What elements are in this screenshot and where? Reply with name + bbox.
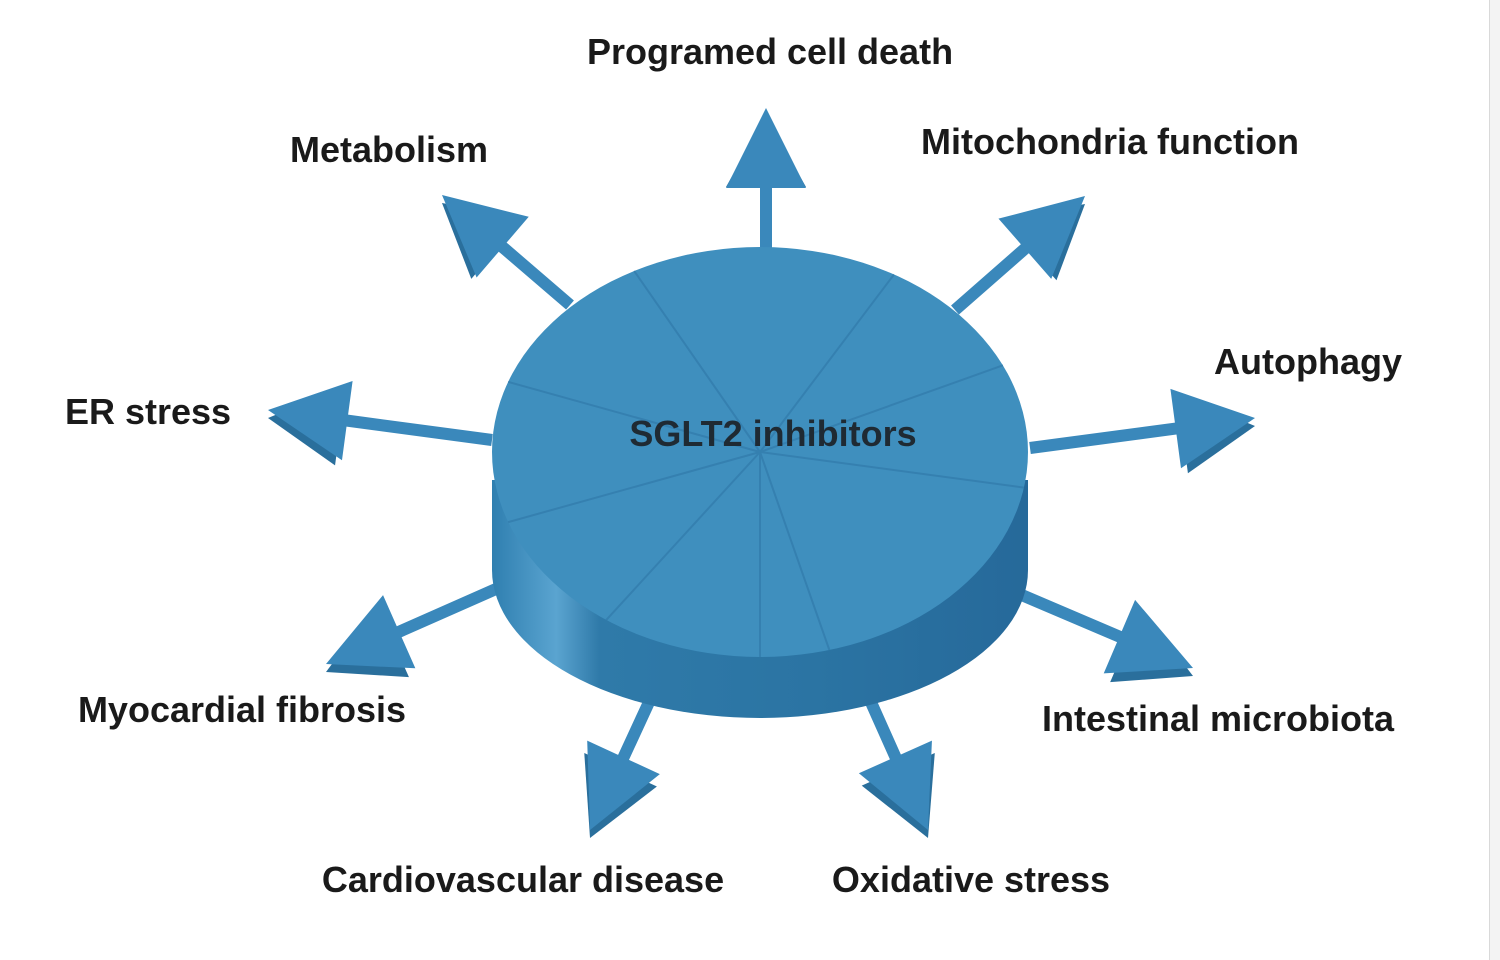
disc-segment-line xyxy=(605,451,761,621)
label-autophagy: Autophagy xyxy=(1214,341,1402,382)
arrow-er-stress xyxy=(268,380,493,466)
arrow-shape xyxy=(858,697,932,830)
center-label: SGLT2 inhibitors xyxy=(629,413,916,454)
disc-segment-line xyxy=(759,364,1004,453)
arrow-shape xyxy=(1029,388,1255,469)
arrow-shape xyxy=(442,195,574,310)
arrow-shape xyxy=(268,380,493,461)
arrow-intestinal-microbiota xyxy=(1007,584,1193,683)
arrow-autophagy xyxy=(1029,388,1255,474)
arrow-cardiovascular-disease xyxy=(584,697,660,838)
disc-segment-line xyxy=(507,451,761,524)
label-er-stress: ER stress xyxy=(65,391,231,432)
label-metabolism: Metabolism xyxy=(290,129,488,170)
disc-segment-line xyxy=(759,451,831,651)
arrow-shape xyxy=(726,108,806,255)
disc-segment-line xyxy=(507,380,761,453)
arrow-programed-cell-death xyxy=(726,108,806,255)
disc-segment-line xyxy=(633,270,761,453)
label-cardiovascular-disease: Cardiovascular disease xyxy=(322,859,724,900)
arrow-shape xyxy=(587,697,660,830)
label-oxidative-stress: Oxidative stress xyxy=(832,859,1110,900)
center-disc: SGLT2 inhibitors xyxy=(492,247,1028,718)
arrow-shape xyxy=(951,196,1085,315)
label-mitochondria-function: Mitochondria function xyxy=(921,121,1299,162)
label-programed-cell-death: Programed cell death xyxy=(587,31,953,72)
arrow-myocardial-fibrosis xyxy=(326,579,508,678)
label-myocardial-fibrosis: Myocardial fibrosis xyxy=(78,689,406,730)
arrow-mitochondria-function xyxy=(951,196,1085,315)
arrow-oxidative-stress xyxy=(858,697,935,838)
disc-segment-line xyxy=(759,451,1025,489)
label-intestinal-microbiota: Intestinal microbiota xyxy=(1042,698,1395,739)
arrows-group xyxy=(268,108,1255,838)
arrow-shape xyxy=(326,579,508,669)
disc-segment-line xyxy=(759,273,895,453)
disc-segment-lines xyxy=(507,270,1025,657)
page-scrollbar-edge xyxy=(1489,0,1500,960)
arrow-metabolism xyxy=(442,195,574,310)
arrow-shape xyxy=(1007,584,1193,674)
